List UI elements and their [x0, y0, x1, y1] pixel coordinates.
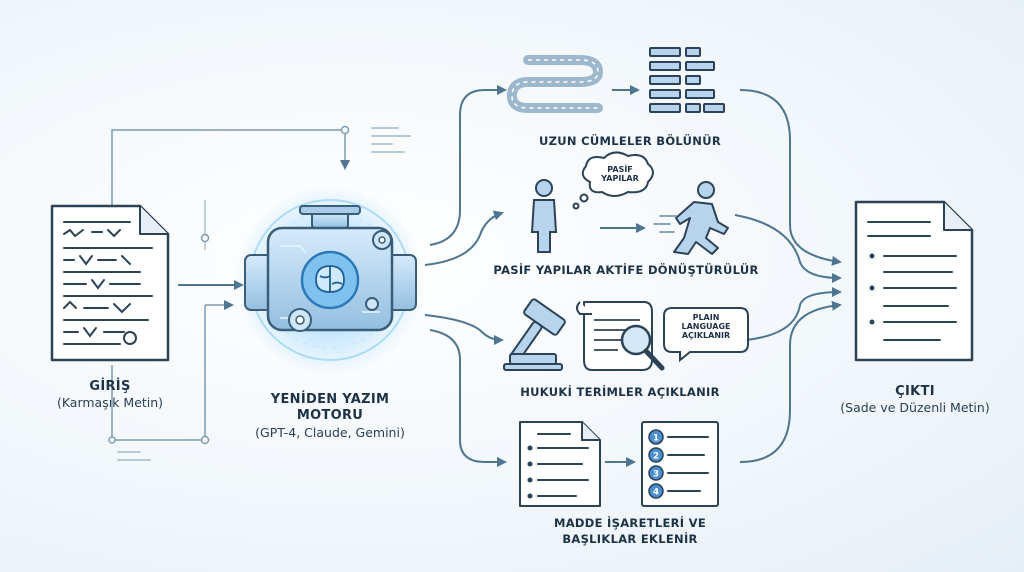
thought-bubble-line1: PASİF [607, 165, 633, 174]
fan-to-step2 [424, 210, 504, 266]
engine-title-line1: YENİDEN YAZIM [270, 392, 390, 407]
step1-to-output [739, 89, 842, 266]
engine-label: YENİDEN YAZIM MOTORU (GPT-4, Claude, Gem… [245, 392, 415, 440]
step4-label-line1: MADDE İŞARETLERİ VE [553, 516, 707, 530]
plain-language-text: PLAIN LANGUAGE AÇIKLANIR [666, 313, 746, 341]
plain-language-line2: LANGUAGE [681, 322, 731, 332]
bottom-feedback-line [111, 305, 206, 441]
input-subtitle: (Karmaşık Metin) [56, 395, 164, 411]
engine-subtitle: (GPT-4, Claude, Gemini) [255, 424, 405, 440]
magnifier-icon [620, 324, 665, 371]
step2-label: PASİF YAPILAR AKTİFE DÖNÜŞTÜRÜLÜR [493, 263, 759, 277]
rewrite-engine-icon [235, 185, 425, 375]
step1-label: UZUN CÜMLELER BÖLÜNÜR [538, 134, 721, 148]
output-document-icon [854, 200, 974, 362]
connector-dots [108, 125, 350, 445]
bullet-document-icon [519, 421, 601, 507]
connectors [111, 85, 842, 467]
list-number-1: 1 [653, 434, 659, 444]
step4-label: MADDE İŞARETLERİ VE BAŞLIKLAR EKLENİR [520, 516, 740, 547]
standing-person-icon [530, 179, 558, 253]
input-title: GİRİŞ [89, 379, 131, 394]
thought-bubble-icon [572, 151, 654, 210]
fan-to-step1 [429, 85, 507, 246]
fan-to-step4 [429, 329, 507, 467]
output-title: ÇIKTI [895, 384, 935, 399]
output-subtitle: (Sade ve Düzenli Metin) [840, 400, 990, 416]
top-feedback-line [111, 129, 350, 205]
plain-language-line3: AÇIKLANIR [681, 331, 731, 341]
engine-title-line2: MOTORU [296, 408, 364, 424]
thought-bubble-text: PASİF YAPILAR [592, 165, 648, 183]
thought-bubble-line2: YAPILAR [601, 174, 639, 184]
fan-to-step3 [424, 314, 504, 345]
list-number-3: 3 [653, 470, 659, 480]
step3-label: HUKUKİ TERİMLER AÇIKLANIR [520, 385, 720, 399]
split-blocks-icon [649, 47, 725, 113]
list-number-2: 2 [653, 452, 659, 462]
step2-to-output [734, 214, 842, 283]
step4-to-output [739, 300, 842, 463]
input-document-icon [50, 204, 170, 362]
running-person-icon [673, 181, 729, 255]
numbered-list-document-icon: 1 2 3 4 [641, 421, 719, 507]
input-label: GİRİŞ (Karmaşık Metin) [40, 379, 180, 411]
output-label: ÇIKTI (Sade ve Düzenli Metin) [820, 384, 1010, 416]
step4-label-line2: BAŞLIKLAR EKLENİR [562, 531, 698, 546]
code-lines-decoration [117, 127, 411, 461]
long-sentence-icon [506, 55, 604, 113]
step3-to-output [744, 287, 842, 341]
list-number-4: 4 [653, 488, 659, 498]
plain-language-bubble-icon [663, 307, 749, 363]
gavel-icon [503, 298, 566, 371]
plain-language-line1: PLAIN [692, 313, 720, 322]
motion-lines-icon [653, 215, 677, 233]
